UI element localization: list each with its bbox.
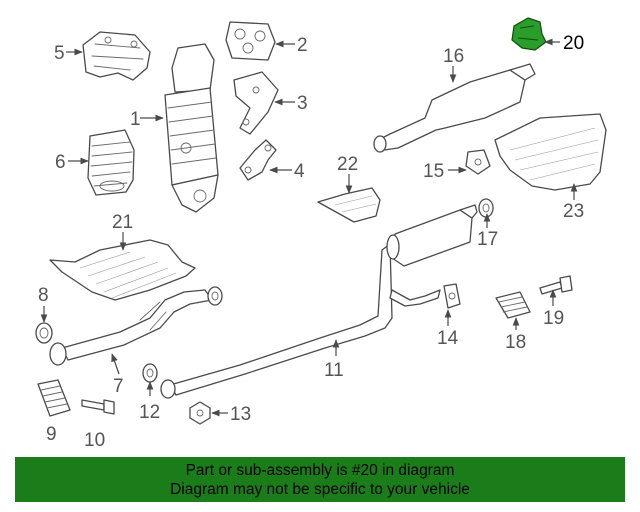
- part-12-gasket[interactable]: [142, 363, 158, 383]
- part-9-flex-pipe[interactable]: [37, 379, 71, 417]
- callout-13: 13: [230, 404, 251, 425]
- callout-1: 1: [130, 109, 141, 130]
- callout-21: 21: [112, 212, 133, 233]
- part-14-hanger[interactable]: [443, 283, 461, 309]
- callout-23: 23: [563, 201, 584, 222]
- part-6-heat-shield[interactable]: [87, 129, 135, 196]
- callout-10: 10: [84, 430, 105, 451]
- part-23-heat-insulator[interactable]: [494, 113, 607, 191]
- part-19-bolt[interactable]: [539, 275, 573, 295]
- callout-20: 20: [563, 33, 584, 54]
- callout-12: 12: [139, 402, 160, 423]
- callout-14: 14: [437, 328, 459, 349]
- callout-5: 5: [54, 43, 65, 64]
- callout-7: 7: [113, 376, 124, 397]
- part-21-heat-insulator[interactable]: [49, 239, 196, 301]
- callout-18: 18: [505, 332, 526, 353]
- leader-lines: [40, 38, 578, 417]
- callout-9: 9: [46, 424, 57, 445]
- part-16-muffler[interactable]: [373, 63, 536, 153]
- part-22-heat-insulator[interactable]: [317, 187, 381, 223]
- part-18-silencer[interactable]: [495, 291, 531, 319]
- callout-16: 16: [443, 46, 464, 67]
- part-4-stay[interactable]: [239, 139, 277, 181]
- callout-6: 6: [55, 152, 66, 173]
- banner-line-2: Diagram may not be specific to your vehi…: [170, 481, 470, 498]
- callout-3: 3: [297, 93, 308, 114]
- callouts: 5 2 3 1 4 6 16 15 20 22 21 23 17 8 7 11 …: [38, 33, 584, 451]
- part-1-catalytic-converter[interactable]: [164, 43, 219, 213]
- part-10-bolt[interactable]: [81, 399, 115, 415]
- callout-15: 15: [423, 161, 444, 182]
- callout-2: 2: [297, 35, 308, 56]
- banner-line-1: Part or sub-assembly is #20 in diagram: [185, 462, 455, 479]
- callout-11: 11: [324, 360, 344, 381]
- part-20-highlighted[interactable]: [511, 17, 547, 51]
- part-8-gasket[interactable]: [35, 322, 53, 344]
- callout-4: 4: [294, 161, 305, 182]
- callout-19: 19: [543, 308, 564, 329]
- callout-22: 22: [337, 154, 358, 175]
- callout-8: 8: [38, 285, 49, 306]
- info-banner: Part or sub-assembly is #20 in diagram D…: [15, 457, 625, 502]
- part-7-front-pipe[interactable]: [49, 286, 223, 366]
- part-5-heat-shield[interactable]: [82, 31, 151, 81]
- part-17-gasket[interactable]: [478, 198, 494, 218]
- part-11-center-pipe[interactable]: [160, 243, 441, 399]
- part-15-sensor[interactable]: [465, 149, 491, 175]
- part-13-nut[interactable]: [189, 401, 211, 425]
- part-3-bracket[interactable]: [233, 71, 279, 135]
- front-muffler[interactable]: [386, 204, 478, 267]
- callout-17: 17: [477, 229, 498, 250]
- part-2-gasket[interactable]: [225, 21, 276, 61]
